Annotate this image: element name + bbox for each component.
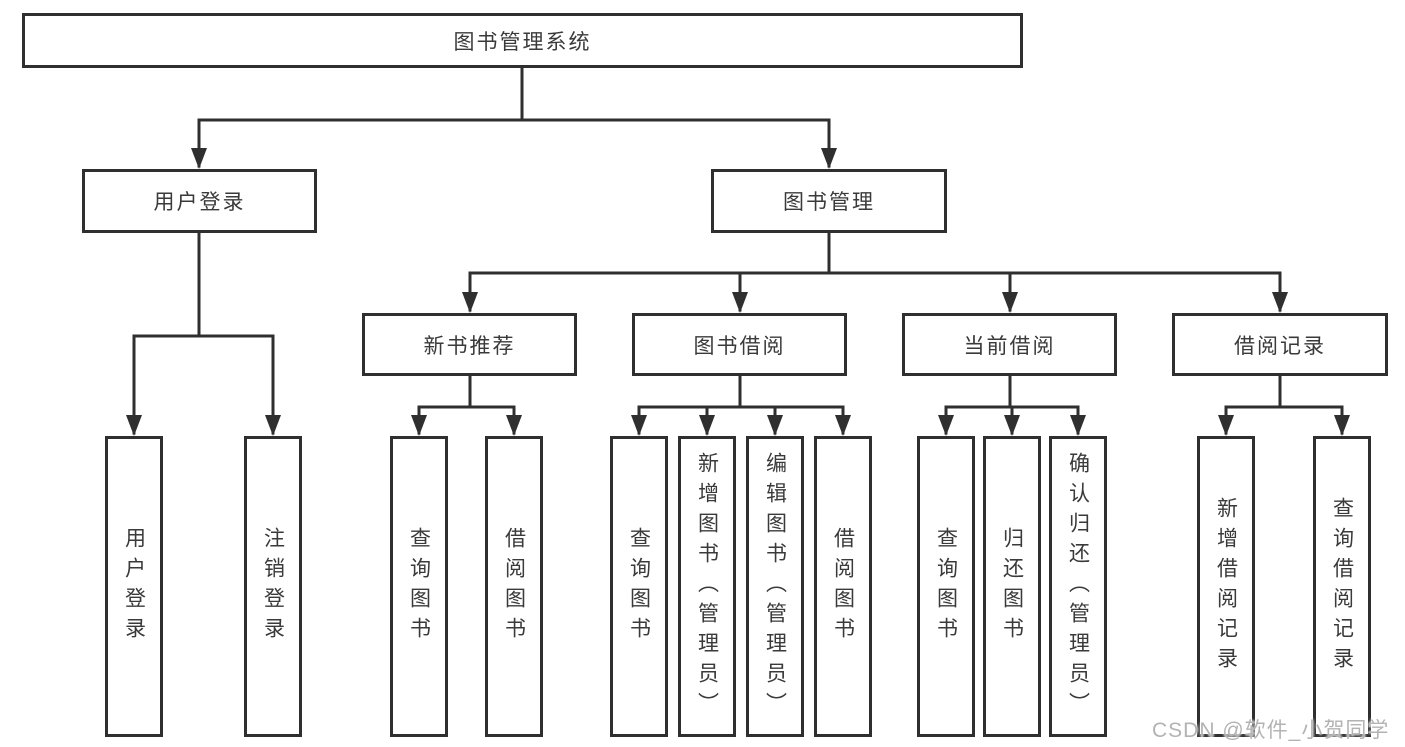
connector-borrow-record-to-leaves — [1224, 374, 1344, 435]
node-borrowing-records: 借阅记录 — [1172, 313, 1388, 376]
leaf-query-borrow-record: 查询借阅记录 — [1313, 436, 1371, 737]
leaf-user-login: 用户登录 — [105, 436, 163, 737]
leaf-logout: 注销登录 — [244, 436, 302, 737]
leaf-borrowing-query-books: 查询图书 — [610, 436, 668, 737]
connector-book-borrow-to-leaves — [637, 374, 845, 435]
connector-root-to-level2 — [197, 66, 831, 168]
node-book-management: 图书管理 — [711, 169, 947, 233]
node-current-borrowing: 当前借阅 — [902, 313, 1117, 376]
connector-new-book-to-leaves — [417, 374, 516, 435]
csdn-watermark: CSDN @软件_小贺同学 — [1152, 719, 1390, 742]
node-user-login: 用户登录 — [82, 169, 317, 233]
leaf-current-query-books: 查询图书 — [917, 436, 975, 737]
leaf-return-books: 归还图书 — [983, 436, 1041, 737]
node-book-borrowing: 图书借阅 — [632, 313, 847, 376]
leaf-add-borrow-record: 新增借阅记录 — [1197, 436, 1255, 737]
leaf-confirm-return-admin: 确认归还（管理员） — [1049, 436, 1107, 737]
leaf-edit-book-admin: 编辑图书（管理员） — [746, 436, 804, 737]
connector-user-login-to-leaves — [132, 231, 275, 435]
node-new-book-recommendation: 新书推荐 — [362, 313, 577, 376]
leaf-recommend-query-books: 查询图书 — [390, 436, 448, 737]
node-library-management-system: 图书管理系统 — [22, 13, 1023, 68]
leaf-add-book-admin: 新增图书（管理员） — [678, 436, 736, 737]
leaf-recommend-borrow-books: 借阅图书 — [485, 436, 543, 737]
leaf-borrowing-borrow-books: 借阅图书 — [814, 436, 872, 737]
arrowheads — [126, 148, 1350, 436]
connector-book-management-to-level3 — [468, 231, 1282, 312]
